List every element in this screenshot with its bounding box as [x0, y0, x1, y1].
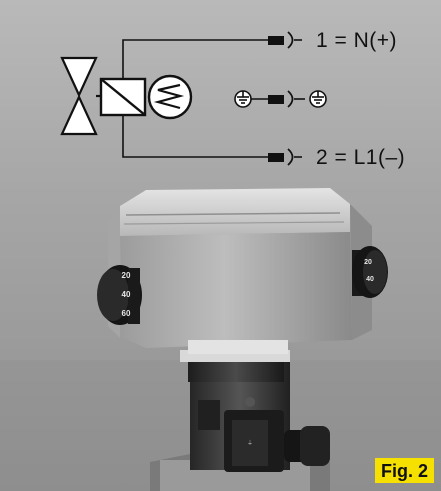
terminal-2-label: 2 = L1(–) [316, 146, 406, 169]
figure-label: Fig. 2 [374, 458, 434, 483]
svg-text:⏚: ⏚ [247, 440, 253, 447]
right-setting-dial: 20 40 [352, 246, 388, 298]
spring-symbol [147, 74, 193, 120]
left-setting-dial: 20 40 60 [97, 265, 142, 325]
right-dial-mark-1: 20 [364, 259, 372, 266]
plug-connector: ⏚ [224, 397, 330, 472]
terminal-1-label: 1 = N(+) [316, 29, 398, 52]
wire-1 [122, 39, 268, 79]
plug-1-symbol [268, 31, 302, 49]
left-dial-mark-2: 40 [122, 290, 131, 299]
actuator-photo: ⏚ 20 40 60 [0, 188, 441, 491]
wire-2 [122, 115, 268, 158]
solenoid-symbol [99, 77, 147, 117]
wiring-diagram [60, 31, 327, 166]
ground-connection [234, 90, 327, 108]
plug-2-symbol [268, 148, 302, 166]
right-dial-mark-2: 40 [366, 276, 374, 283]
valve-symbol [60, 56, 98, 136]
left-dial-mark-1: 20 [122, 271, 131, 280]
actuator-housing [108, 188, 372, 354]
left-dial-mark-3: 60 [122, 309, 131, 318]
